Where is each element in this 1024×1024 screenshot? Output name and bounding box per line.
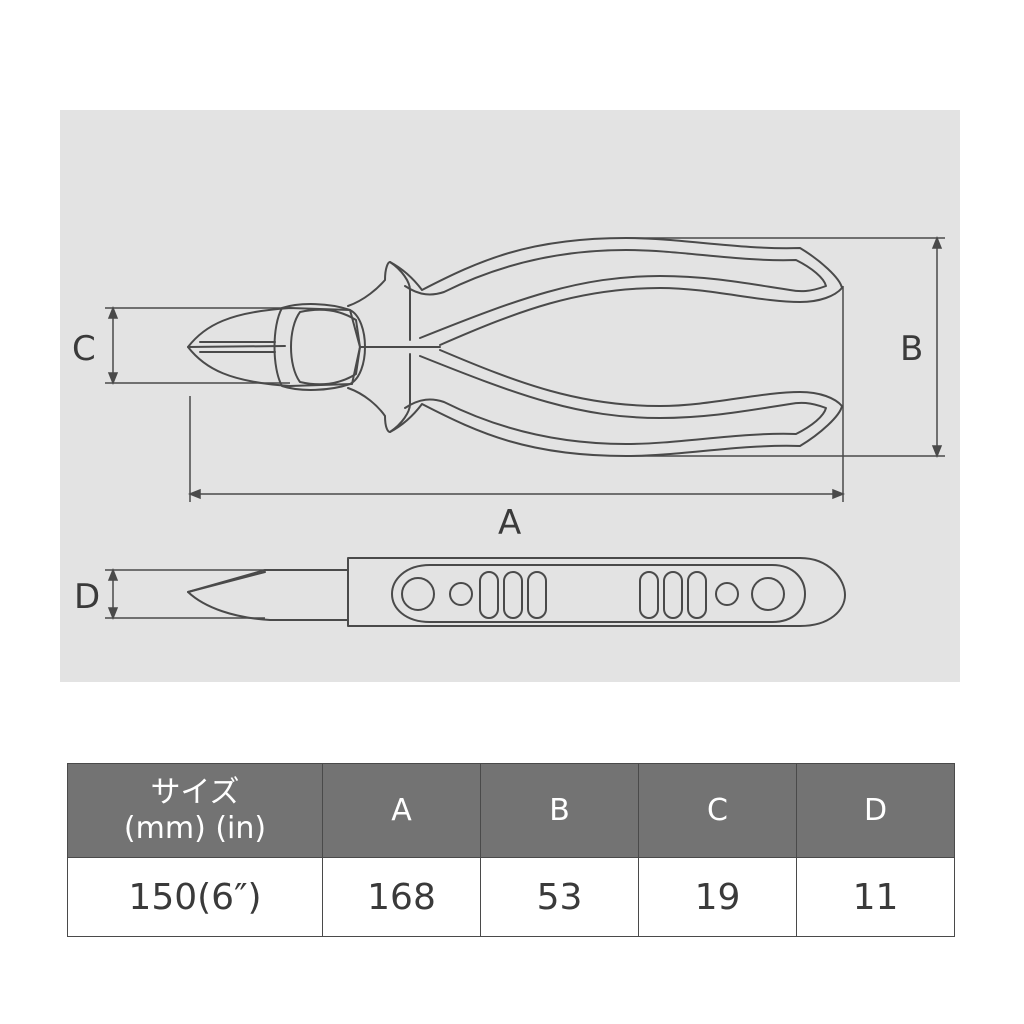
lower-handle-inner <box>404 355 827 445</box>
arrow-b-bottom <box>931 445 943 459</box>
pliers-drawing-panel: C D B A <box>60 110 960 682</box>
arrow-d-top <box>107 567 119 581</box>
arrow-b-top <box>931 235 943 249</box>
header-size: サイズ (mm) (in) <box>67 763 323 858</box>
grip-slot-3 <box>527 571 547 619</box>
dimension-lines <box>105 235 945 621</box>
table-row: 150(6″) 168 53 19 11 <box>67 857 955 937</box>
neck-lower <box>347 353 411 433</box>
pivot-head <box>273 303 366 391</box>
grip-hole-small-right <box>715 582 739 606</box>
grip-slot-5 <box>663 571 683 619</box>
cell-d: 11 <box>796 857 955 937</box>
pliers-top-view <box>187 237 843 457</box>
header-b: B <box>480 763 639 858</box>
dim-label-a: A <box>498 503 521 543</box>
grip-slot-4 <box>639 571 659 619</box>
grip-slot-6 <box>687 571 707 619</box>
upper-handle-inner <box>404 249 827 339</box>
cell-size: 150(6″) <box>67 857 323 937</box>
arrow-a-left <box>187 488 201 500</box>
cell-a: 168 <box>322 857 481 937</box>
cell-c: 19 <box>638 857 797 937</box>
side-grip-outline <box>391 564 806 623</box>
arrow-a-right <box>832 488 846 500</box>
side-blade-edge <box>187 571 266 593</box>
upper-handle-outer <box>389 237 843 346</box>
grip-slot-1 <box>479 571 499 619</box>
side-handle <box>347 557 846 627</box>
arrow-c-bottom <box>107 372 119 386</box>
spec-table: サイズ (mm) (in) A B C D 150(6″) 168 53 19 … <box>67 763 955 937</box>
dim-label-c: C <box>72 329 96 369</box>
arrow-d-bottom <box>107 607 119 621</box>
pivot-plate <box>290 308 361 386</box>
lower-handle-outer <box>389 349 843 457</box>
dim-label-b: B <box>900 329 923 369</box>
header-a: A <box>322 763 481 858</box>
dim-label-d: D <box>74 577 100 617</box>
header-d: D <box>796 763 955 858</box>
grip-hole-large-right <box>751 577 785 611</box>
pliers-diagram: C D B A <box>60 110 960 682</box>
header-c: C <box>638 763 797 858</box>
header-size-units: (mm) (in) <box>123 810 267 846</box>
arrow-c-top <box>107 305 119 319</box>
cell-b: 53 <box>480 857 639 937</box>
neck-upper <box>347 261 411 341</box>
spec-table-header-row: サイズ (mm) (in) A B C D <box>67 763 955 858</box>
grip-hole-small-left <box>449 582 473 606</box>
jaw-edge-line <box>187 345 286 348</box>
pliers-side-view <box>187 557 846 627</box>
jaw-bevel <box>199 341 276 353</box>
header-size-label: サイズ <box>150 774 240 810</box>
grip-slot-2 <box>503 571 523 619</box>
grip-hole-large-left <box>401 577 435 611</box>
